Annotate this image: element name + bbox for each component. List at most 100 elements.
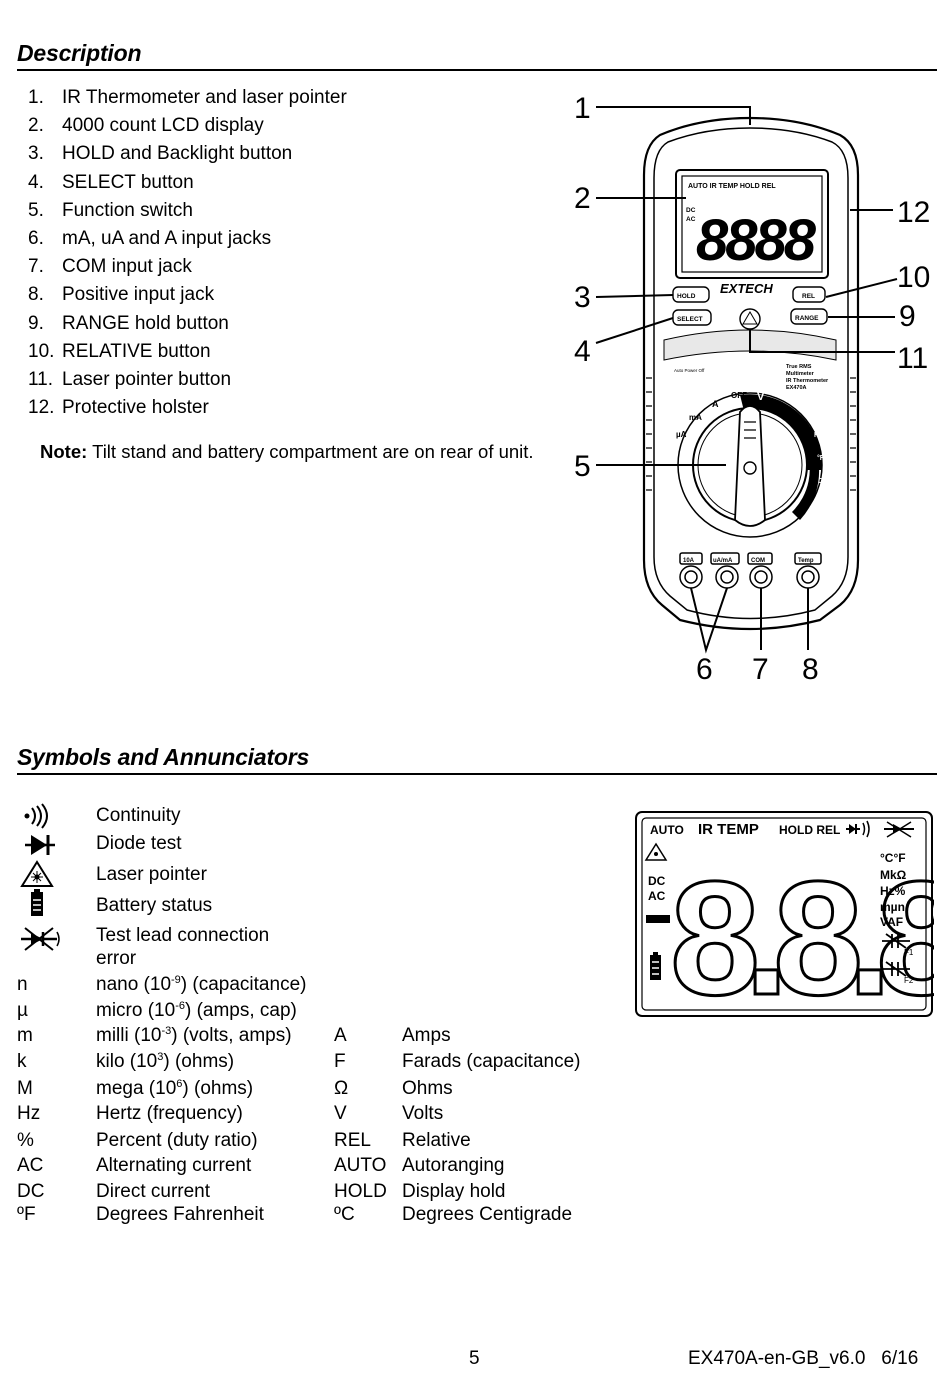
symbol-description: Battery status xyxy=(96,895,213,916)
lcd-f1-icon xyxy=(882,933,910,949)
symbol-letter: AUTO xyxy=(334,1155,387,1176)
symbol-description: Alternating current xyxy=(96,1155,252,1176)
continuity-icon xyxy=(24,803,48,829)
svg-text:F1: F1 xyxy=(904,948,914,957)
svg-text:µA: µA xyxy=(676,430,687,439)
svg-text:Multimeter: Multimeter xyxy=(786,371,815,377)
symbol-description: Degrees Centigrade xyxy=(402,1204,573,1225)
symbol-description: Amps xyxy=(402,1025,451,1046)
description-list: 1.IR Thermometer and laser pointer 2.400… xyxy=(28,84,347,422)
meter-lcd-top-text: AUTO IR TEMP HOLD REL xyxy=(688,183,776,190)
svg-text:DC: DC xyxy=(648,874,666,888)
svg-text:mA: mA xyxy=(689,413,702,422)
svg-text:uA/mA: uA/mA xyxy=(713,558,733,564)
svg-text:AC: AC xyxy=(648,889,666,903)
symbol-description: Continuity xyxy=(96,805,181,826)
svg-text:DC: DC xyxy=(686,207,696,214)
callout-1: 1 xyxy=(574,92,591,125)
rel-button-drawing: REL xyxy=(792,286,826,303)
svg-text:AC: AC xyxy=(686,216,696,223)
symbols-rule xyxy=(17,773,937,775)
input-jacks-drawing xyxy=(679,552,822,589)
svg-text:REL: REL xyxy=(802,293,815,300)
svg-text:°C: °C xyxy=(815,477,823,485)
list-item: 3.HOLD and Backlight button xyxy=(28,143,293,165)
lcd-auto-label: AUTO xyxy=(650,823,684,837)
svg-text:RANGE: RANGE xyxy=(795,315,819,322)
callout-numbers: 1 2 3 4 5 6 7 8 9 10 11 12 xyxy=(574,92,930,686)
callout-5: 5 xyxy=(574,450,591,483)
note-text: Note: Tilt stand and battery compartment… xyxy=(40,441,534,462)
symbol-letter: M xyxy=(17,1078,33,1099)
list-item: 5.Function switch xyxy=(28,199,193,221)
lcd-battery-icon xyxy=(650,952,661,980)
symbol-letter: AC xyxy=(17,1155,44,1176)
symbol-letter: n xyxy=(17,974,28,995)
symbol-description: Farads (capacitance) xyxy=(402,1051,581,1072)
symbol-letter: ºC xyxy=(334,1204,355,1225)
symbol-description: Degrees Fahrenheit xyxy=(96,1204,264,1225)
callout-lines xyxy=(595,106,898,654)
symbol-letter: V xyxy=(334,1103,347,1124)
svg-text:mµn: mµn xyxy=(880,900,905,914)
symbol-description: Direct current xyxy=(96,1181,211,1202)
symbol-letter: A xyxy=(334,1025,347,1046)
range-button-drawing: RANGE xyxy=(790,308,828,325)
symbol-letter: m xyxy=(17,1025,33,1046)
symbol-description: Hertz (frequency) xyxy=(96,1103,243,1124)
svg-text:Hz%: Hz% xyxy=(880,884,906,898)
battery-icon xyxy=(31,889,43,916)
multimeter-illustration: AUTO IR TEMP HOLD REL DC AC 8888 EXTECH … xyxy=(574,92,930,686)
symbol-description: Laser pointer xyxy=(96,864,207,885)
select-button-drawing: SELECT xyxy=(672,309,712,326)
symbol-letter: REL xyxy=(334,1130,371,1151)
callout-3: 3 xyxy=(574,281,591,314)
laser-warning-icon xyxy=(20,860,54,887)
lcd-ir-temp-label: IR TEMP xyxy=(698,821,759,838)
callout-2: 2 xyxy=(574,182,591,215)
lcd-test-lead-error-icon xyxy=(884,821,914,838)
lcd-annunciator-panel: AUTO IR TEMP HOLD REL DC AC 8.8.8.8 °C°F… xyxy=(635,811,934,1018)
symbol-letter: Ω xyxy=(334,1078,349,1099)
diode-icon xyxy=(25,835,55,855)
svg-text:EX470A: EX470A xyxy=(786,385,807,391)
list-item: 7.COM input jack xyxy=(28,256,192,278)
symbols-heading: Symbols and Annunciators xyxy=(17,744,310,770)
callout-7: 7 xyxy=(752,653,769,686)
symbol-description: Diode test xyxy=(96,833,182,854)
list-item: 1.IR Thermometer and laser pointer xyxy=(28,87,347,108)
list-item: 12.Protective holster xyxy=(28,397,209,419)
svg-text:SELECT: SELECT xyxy=(677,316,703,323)
lcd-hold-rel-label: HOLD REL xyxy=(779,823,840,837)
symbol-letter: F xyxy=(334,1051,346,1072)
symbol-letter: HOLD xyxy=(334,1181,387,1202)
list-item: 4.SELECT button xyxy=(28,171,194,193)
svg-text:Hz: Hz xyxy=(814,432,823,439)
svg-text:A: A xyxy=(712,399,719,409)
callout-4: 4 xyxy=(574,335,591,368)
svg-text:MkΩ: MkΩ xyxy=(880,868,907,882)
symbol-description: Autoranging xyxy=(402,1155,505,1176)
symbol-letter: k xyxy=(17,1051,27,1072)
svg-text:OFF: OFF xyxy=(731,391,747,400)
document-id: EX470A-en-GB_v6.0 6/16 xyxy=(688,1348,919,1369)
symbol-letter: % xyxy=(17,1130,34,1151)
callout-6: 6 xyxy=(696,653,713,686)
svg-text:F2: F2 xyxy=(904,976,914,985)
svg-text:°C°F: °C°F xyxy=(880,851,906,865)
lcd-laser-icon xyxy=(644,842,668,861)
svg-text:Temp: Temp xyxy=(798,558,814,564)
symbol-description: nano (10-9) (capacitance) xyxy=(96,974,307,995)
symbol-description: Ohms xyxy=(402,1078,453,1099)
description-rule xyxy=(17,69,937,71)
lcd-f2-icon xyxy=(882,961,910,977)
lcd-continuity-icon xyxy=(862,820,870,838)
list-item: 6.mA, uA and A input jacks xyxy=(28,227,272,249)
symbol-letter: Hz xyxy=(17,1103,41,1124)
lcd-minus-sign xyxy=(646,915,670,923)
page-number: 5 xyxy=(469,1348,480,1369)
extech-logo: EXTECH xyxy=(720,281,773,296)
svg-text:IR Thermometer: IR Thermometer xyxy=(786,378,829,384)
symbol-description: Display hold xyxy=(402,1181,506,1202)
symbol-description: Volts xyxy=(402,1103,444,1124)
